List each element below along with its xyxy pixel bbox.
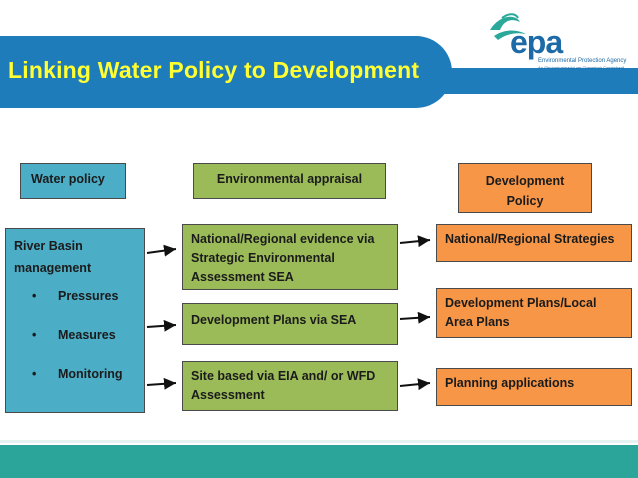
- header-development-line2: Policy: [506, 194, 544, 208]
- development-plans-local-area: Development Plans/Local Area Plans: [436, 288, 632, 338]
- header-development-policy: Development Policy: [458, 163, 592, 213]
- epa-wordmark: epa: [510, 24, 563, 60]
- arrow-site-to-applications: [399, 378, 431, 391]
- river-basin-box: River Basin management •Pressures •Measu…: [5, 228, 145, 413]
- title-banner-stripe: [420, 68, 638, 94]
- logo-subtitle-en: Environmental Protection Agency: [538, 58, 627, 64]
- page-title: Linking Water Policy to Development: [8, 57, 420, 83]
- logo-subtitle-ga: An Ghníomhaireacht um Chaomhnú Comhshaoi…: [538, 65, 625, 70]
- development-national-regional-strategies: National/Regional Strategies: [436, 224, 632, 262]
- river-basin-title: River Basin management: [14, 239, 92, 275]
- arrow-river-to-site: [146, 377, 177, 390]
- arrow-national-to-strategies: [399, 235, 431, 248]
- title-banner: [0, 36, 452, 108]
- arrow-plans-to-local: [399, 311, 431, 324]
- header-water-policy: Water policy: [20, 163, 126, 199]
- header-development-line1: Development: [485, 174, 565, 188]
- wave-logo-icon: [490, 13, 526, 40]
- footer-divider: [0, 440, 638, 443]
- appraisal-site-based: Site based via EIA and/ or WFD Assessmen…: [182, 361, 398, 411]
- appraisal-national-regional: National/Regional evidence via Strategic…: [182, 224, 398, 290]
- appraisal-development-plans: Development Plans via SEA: [182, 303, 398, 345]
- header-environmental-appraisal: Environmental appraisal: [193, 163, 386, 199]
- footer-band: [0, 445, 638, 478]
- arrow-river-to-national: [146, 244, 177, 257]
- development-planning-applications: Planning applications: [436, 368, 632, 406]
- arrow-river-to-plans: [146, 319, 177, 332]
